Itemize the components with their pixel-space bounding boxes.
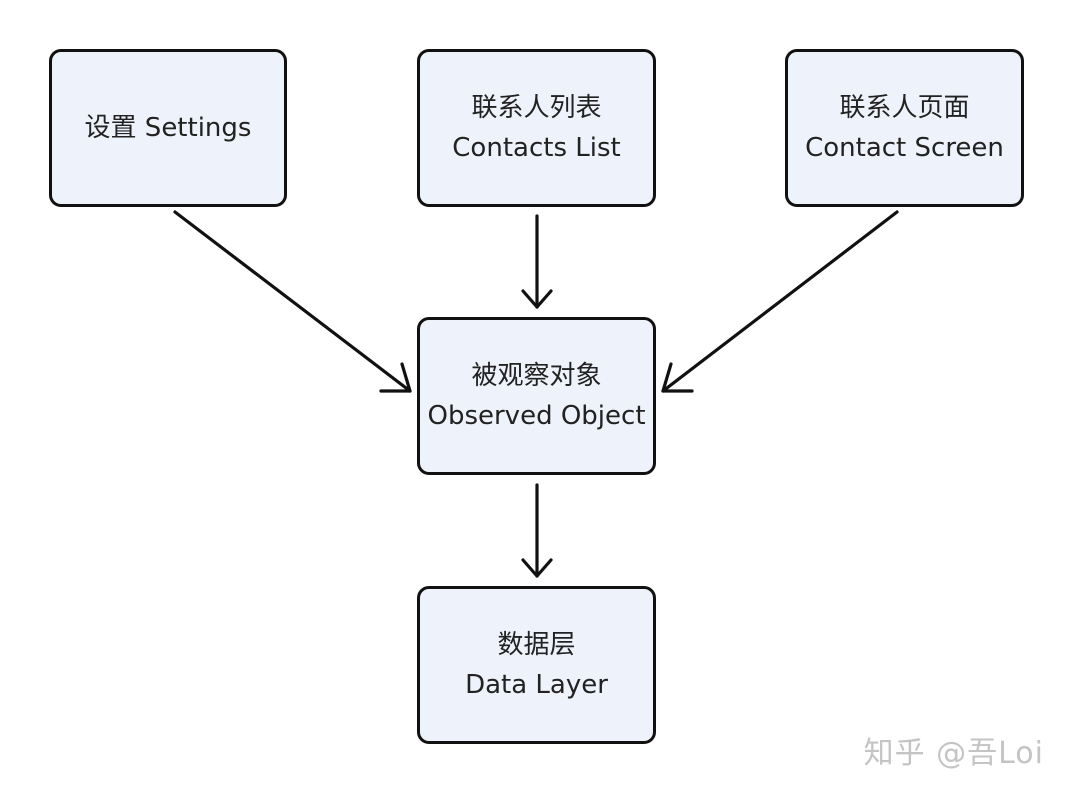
observed-object-label-zh: 被观察对象 <box>471 361 602 391</box>
settings-node: 设置 Settings <box>49 49 287 207</box>
contact-screen-label-zh: 联系人页面 <box>839 93 970 123</box>
arrow-contacts-list-to-observed <box>521 214 553 309</box>
settings-label: 设置 Settings <box>84 113 252 143</box>
contacts-list-label-en: Contacts List <box>452 133 621 163</box>
arrow-contact-screen-to-observed <box>661 210 899 393</box>
arrow-observed-to-data-layer <box>521 483 553 578</box>
contact-screen-label-en: Contact Screen <box>805 133 1004 163</box>
data-layer-label-zh: 数据层 <box>497 630 576 660</box>
contacts-list-label-zh: 联系人列表 <box>471 93 602 123</box>
contacts-list-node: 联系人列表 Contacts List <box>417 49 656 207</box>
data-layer-label-en: Data Layer <box>465 670 608 700</box>
observed-object-node: 被观察对象 Observed Object <box>417 317 656 475</box>
observed-object-label-en: Observed Object <box>427 401 646 431</box>
arrow-settings-to-observed <box>173 210 412 393</box>
contact-screen-node: 联系人页面 Contact Screen <box>785 49 1024 207</box>
zhihu-watermark: 知乎 @吾Loi <box>863 736 1044 771</box>
data-layer-node: 数据层 Data Layer <box>417 586 656 744</box>
